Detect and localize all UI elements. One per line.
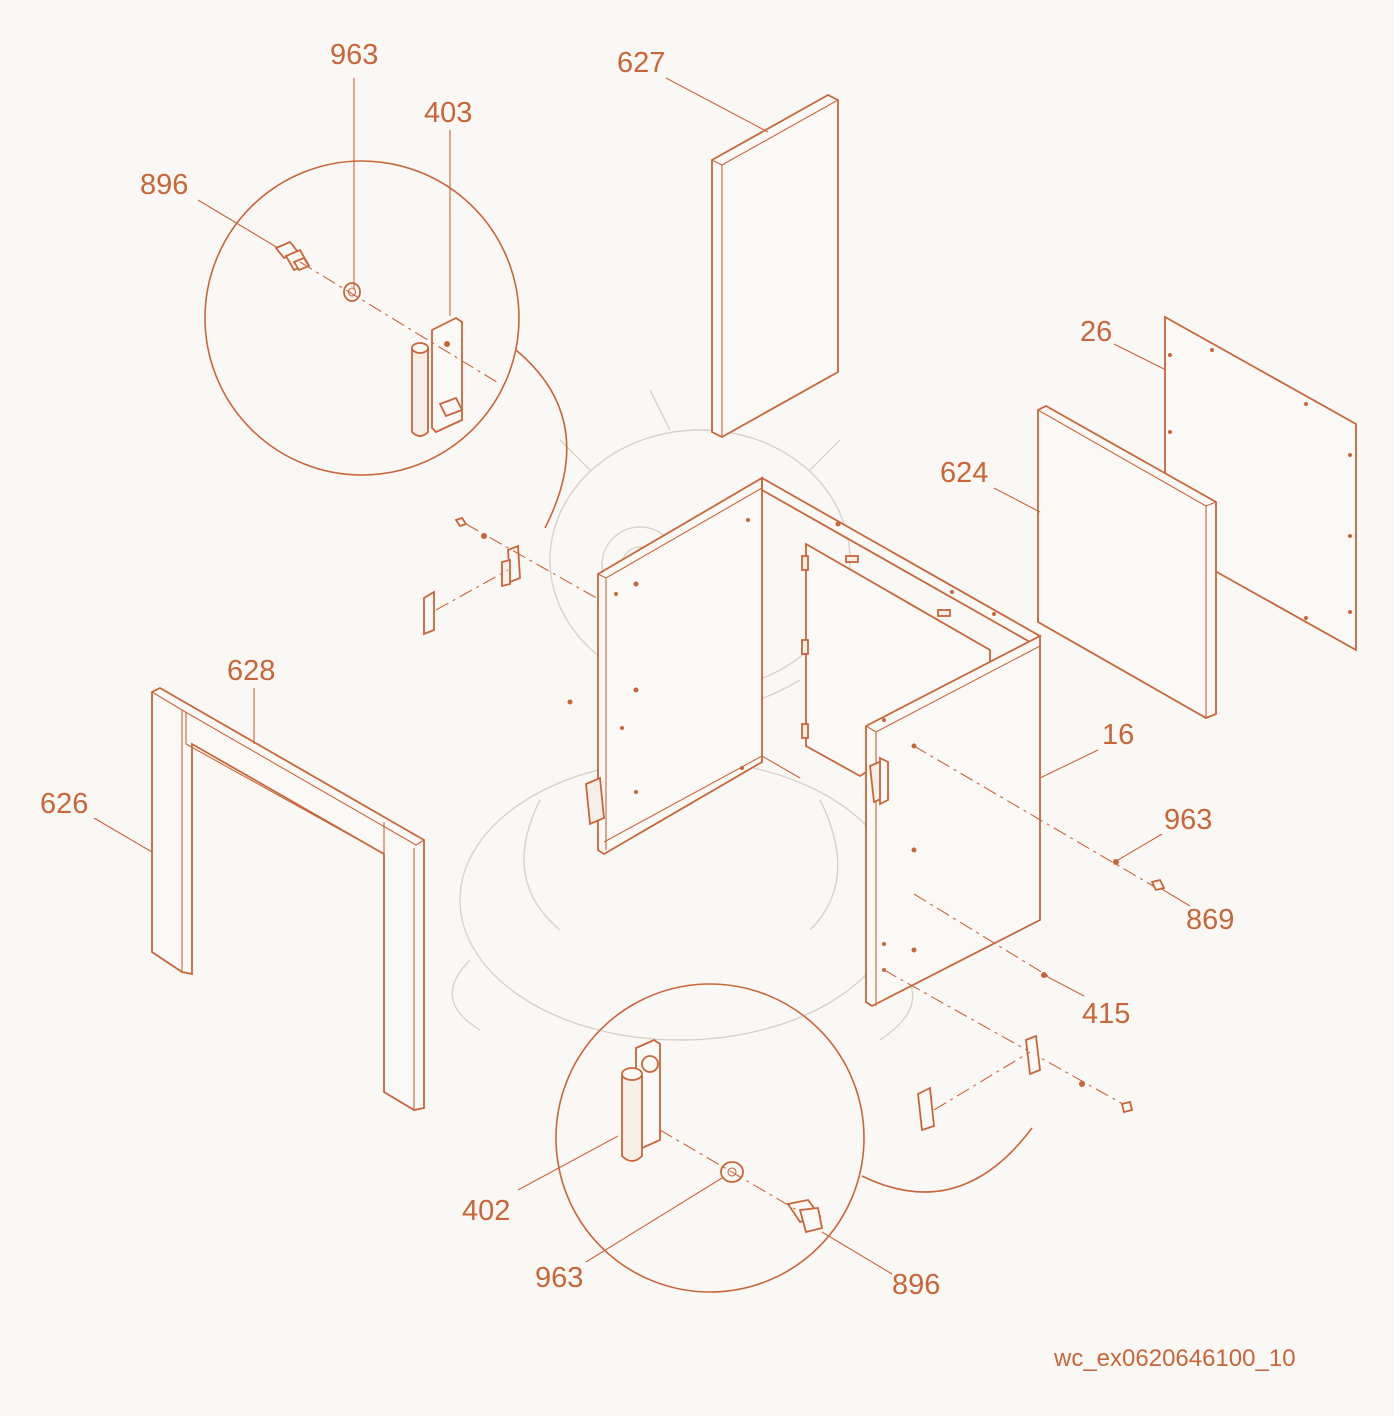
panel-627 <box>711 93 839 439</box>
detail-circle-bottom <box>555 983 1033 1293</box>
label-402: 402 <box>462 1195 510 1227</box>
label-963-bottom: 963 <box>535 1262 583 1294</box>
label-896-top: 896 <box>140 169 188 201</box>
label-624: 624 <box>940 457 988 489</box>
label-963-top: 963 <box>330 39 378 71</box>
frame-626-628 <box>151 686 425 1111</box>
label-626: 626 <box>40 788 88 820</box>
hinge-assembly-left <box>423 516 601 705</box>
label-26: 26 <box>1080 316 1112 348</box>
label-16: 16 <box>1102 719 1134 751</box>
bolt-896-top <box>274 240 311 272</box>
label-628: 628 <box>227 655 275 687</box>
label-403: 403 <box>424 97 472 129</box>
bolt-896-bottom <box>786 1199 824 1234</box>
panel-624 <box>1037 404 1217 719</box>
cabinet-body-16 <box>585 476 1042 1008</box>
label-896-bottom: 896 <box>892 1269 940 1301</box>
leader-lines <box>93 77 1191 1275</box>
document-id: wc_ex0620646100_10 <box>1053 1345 1296 1372</box>
label-869: 869 <box>1186 904 1234 936</box>
washer-963-top <box>343 282 361 302</box>
label-627: 627 <box>617 47 665 79</box>
detail-circle-top <box>204 160 568 529</box>
fasteners-right <box>883 745 1166 1132</box>
hinge-402 <box>621 1038 661 1162</box>
label-415: 415 <box>1082 998 1130 1030</box>
part-labels: 963 403 896 627 26 624 628 626 16 963 86… <box>40 39 1234 1301</box>
hinge-403 <box>411 316 464 437</box>
label-963-right: 963 <box>1164 804 1212 836</box>
